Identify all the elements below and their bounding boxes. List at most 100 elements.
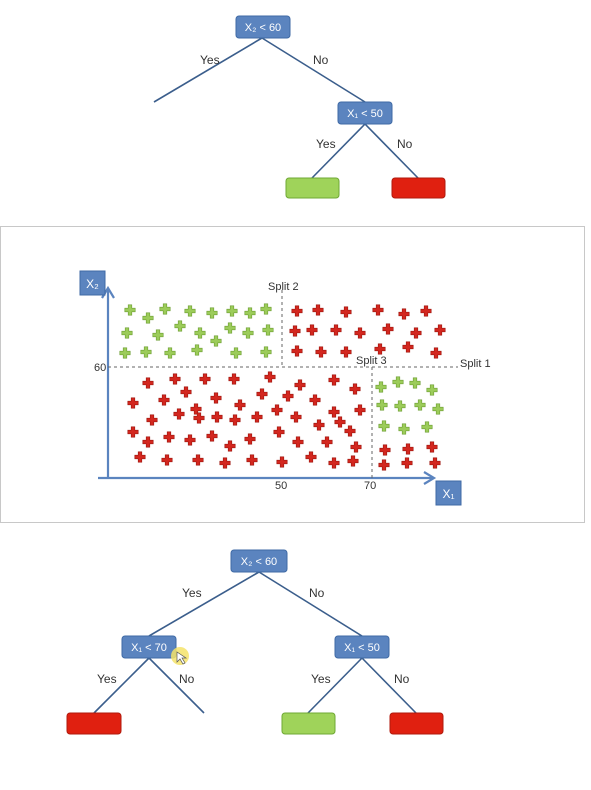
green-plus-point [260, 346, 272, 358]
red-plus-point [282, 390, 294, 402]
red-plus-point [173, 408, 185, 420]
bottom-right-green-leaf [281, 712, 336, 735]
red-plus-point [246, 454, 258, 466]
bottom-left-no-edge [148, 657, 205, 714]
bottom-left-no-label: No [179, 672, 195, 686]
red-plus-point [210, 392, 222, 404]
red-plus-point [291, 345, 303, 357]
red-plus-point [273, 426, 285, 438]
green-plus-point [142, 312, 154, 324]
bottom-left-node [121, 635, 177, 659]
red-plus-point [127, 397, 139, 409]
scatter-points [119, 303, 446, 471]
bottom-left-yes-edge [93, 657, 150, 714]
bottom-right-no-edge [361, 657, 417, 714]
red-plus-point [219, 457, 231, 469]
red-plus-point [382, 323, 394, 335]
red-plus-point [340, 346, 352, 358]
x-axis-label-box [435, 480, 462, 506]
top-child-node [337, 101, 393, 125]
red-plus-point [420, 305, 432, 317]
red-plus-point [354, 404, 366, 416]
green-plus-point [394, 400, 406, 412]
red-plus-point [251, 411, 263, 423]
green-plus-point [191, 344, 203, 356]
bottom-right-no-label: No [394, 672, 410, 686]
red-plus-point [256, 388, 268, 400]
top-root-yes-label: Yes [200, 53, 220, 67]
red-plus-point [291, 305, 303, 317]
green-plus-point [226, 305, 238, 317]
top-child-yes-label: Yes [316, 137, 336, 151]
red-plus-point [309, 394, 321, 406]
bottom-root-node-label: X₂ < 60 [241, 556, 277, 568]
bottom-right-red-leaf [389, 712, 444, 735]
green-plus-point [260, 303, 272, 315]
red-plus-point [312, 304, 324, 316]
red-plus-point [184, 434, 196, 446]
green-plus-point [421, 421, 433, 433]
red-plus-point [180, 386, 192, 398]
red-plus-point [430, 347, 442, 359]
red-plus-point [347, 455, 359, 467]
green-plus-point [414, 399, 426, 411]
bottom-root-node [230, 549, 288, 573]
green-plus-point [378, 420, 390, 432]
bottom-left-red-leaf [66, 712, 122, 735]
top-child-yes-edge [311, 123, 366, 179]
top-root-yes-edge [153, 37, 263, 103]
red-plus-point [294, 379, 306, 391]
bottom-left-node-label: X₁ < 70 [131, 642, 167, 654]
red-plus-point [330, 324, 342, 336]
red-plus-point [228, 373, 240, 385]
bottom-right-yes-edge [307, 657, 363, 714]
green-plus-point [426, 384, 438, 396]
green-plus-point [119, 347, 131, 359]
x-axis-label: X₁ [442, 487, 454, 501]
red-plus-point [402, 341, 414, 353]
red-plus-point [434, 324, 446, 336]
green-plus-point [164, 347, 176, 359]
red-plus-point [161, 454, 173, 466]
red-plus-point [142, 436, 154, 448]
red-plus-point [328, 374, 340, 386]
y-axis-label: X₂ [86, 277, 99, 291]
red-plus-point [354, 327, 366, 339]
red-plus-point [340, 306, 352, 318]
green-plus-point [224, 322, 236, 334]
green-plus-point [206, 307, 218, 319]
top-root-node [235, 15, 291, 39]
bottom-right-node-label: X₁ < 50 [344, 642, 380, 654]
red-plus-point [234, 399, 246, 411]
red-plus-point [402, 443, 414, 455]
red-plus-point [224, 440, 236, 452]
bottom-root-no-edge [258, 571, 363, 637]
green-plus-point [194, 327, 206, 339]
green-plus-point [159, 303, 171, 315]
green-plus-point [124, 304, 136, 316]
red-plus-point [349, 383, 361, 395]
red-plus-point [429, 457, 441, 469]
red-plus-point [426, 441, 438, 453]
red-plus-point [158, 394, 170, 406]
red-plus-point [321, 436, 333, 448]
red-plus-point [229, 414, 241, 426]
green-plus-point [375, 381, 387, 393]
x-tick-70: 70 [364, 480, 376, 492]
red-plus-point [192, 454, 204, 466]
bottom-root-yes-label: Yes [182, 586, 202, 600]
top-red-leaf [391, 177, 446, 199]
red-plus-point [328, 406, 340, 418]
red-plus-point [401, 457, 413, 469]
split-2-label: Split 2 [268, 281, 299, 293]
red-plus-point [244, 433, 256, 445]
green-plus-point [262, 324, 274, 336]
green-plus-point [392, 376, 404, 388]
top-child-node-label: X₁ < 50 [347, 108, 383, 120]
red-plus-point [146, 414, 158, 426]
bottom-root-no-label: No [309, 586, 325, 600]
red-plus-point [313, 419, 325, 431]
red-plus-point [379, 444, 391, 456]
top-root-node-label: X₂ < 60 [245, 22, 281, 34]
green-plus-point [376, 399, 388, 411]
